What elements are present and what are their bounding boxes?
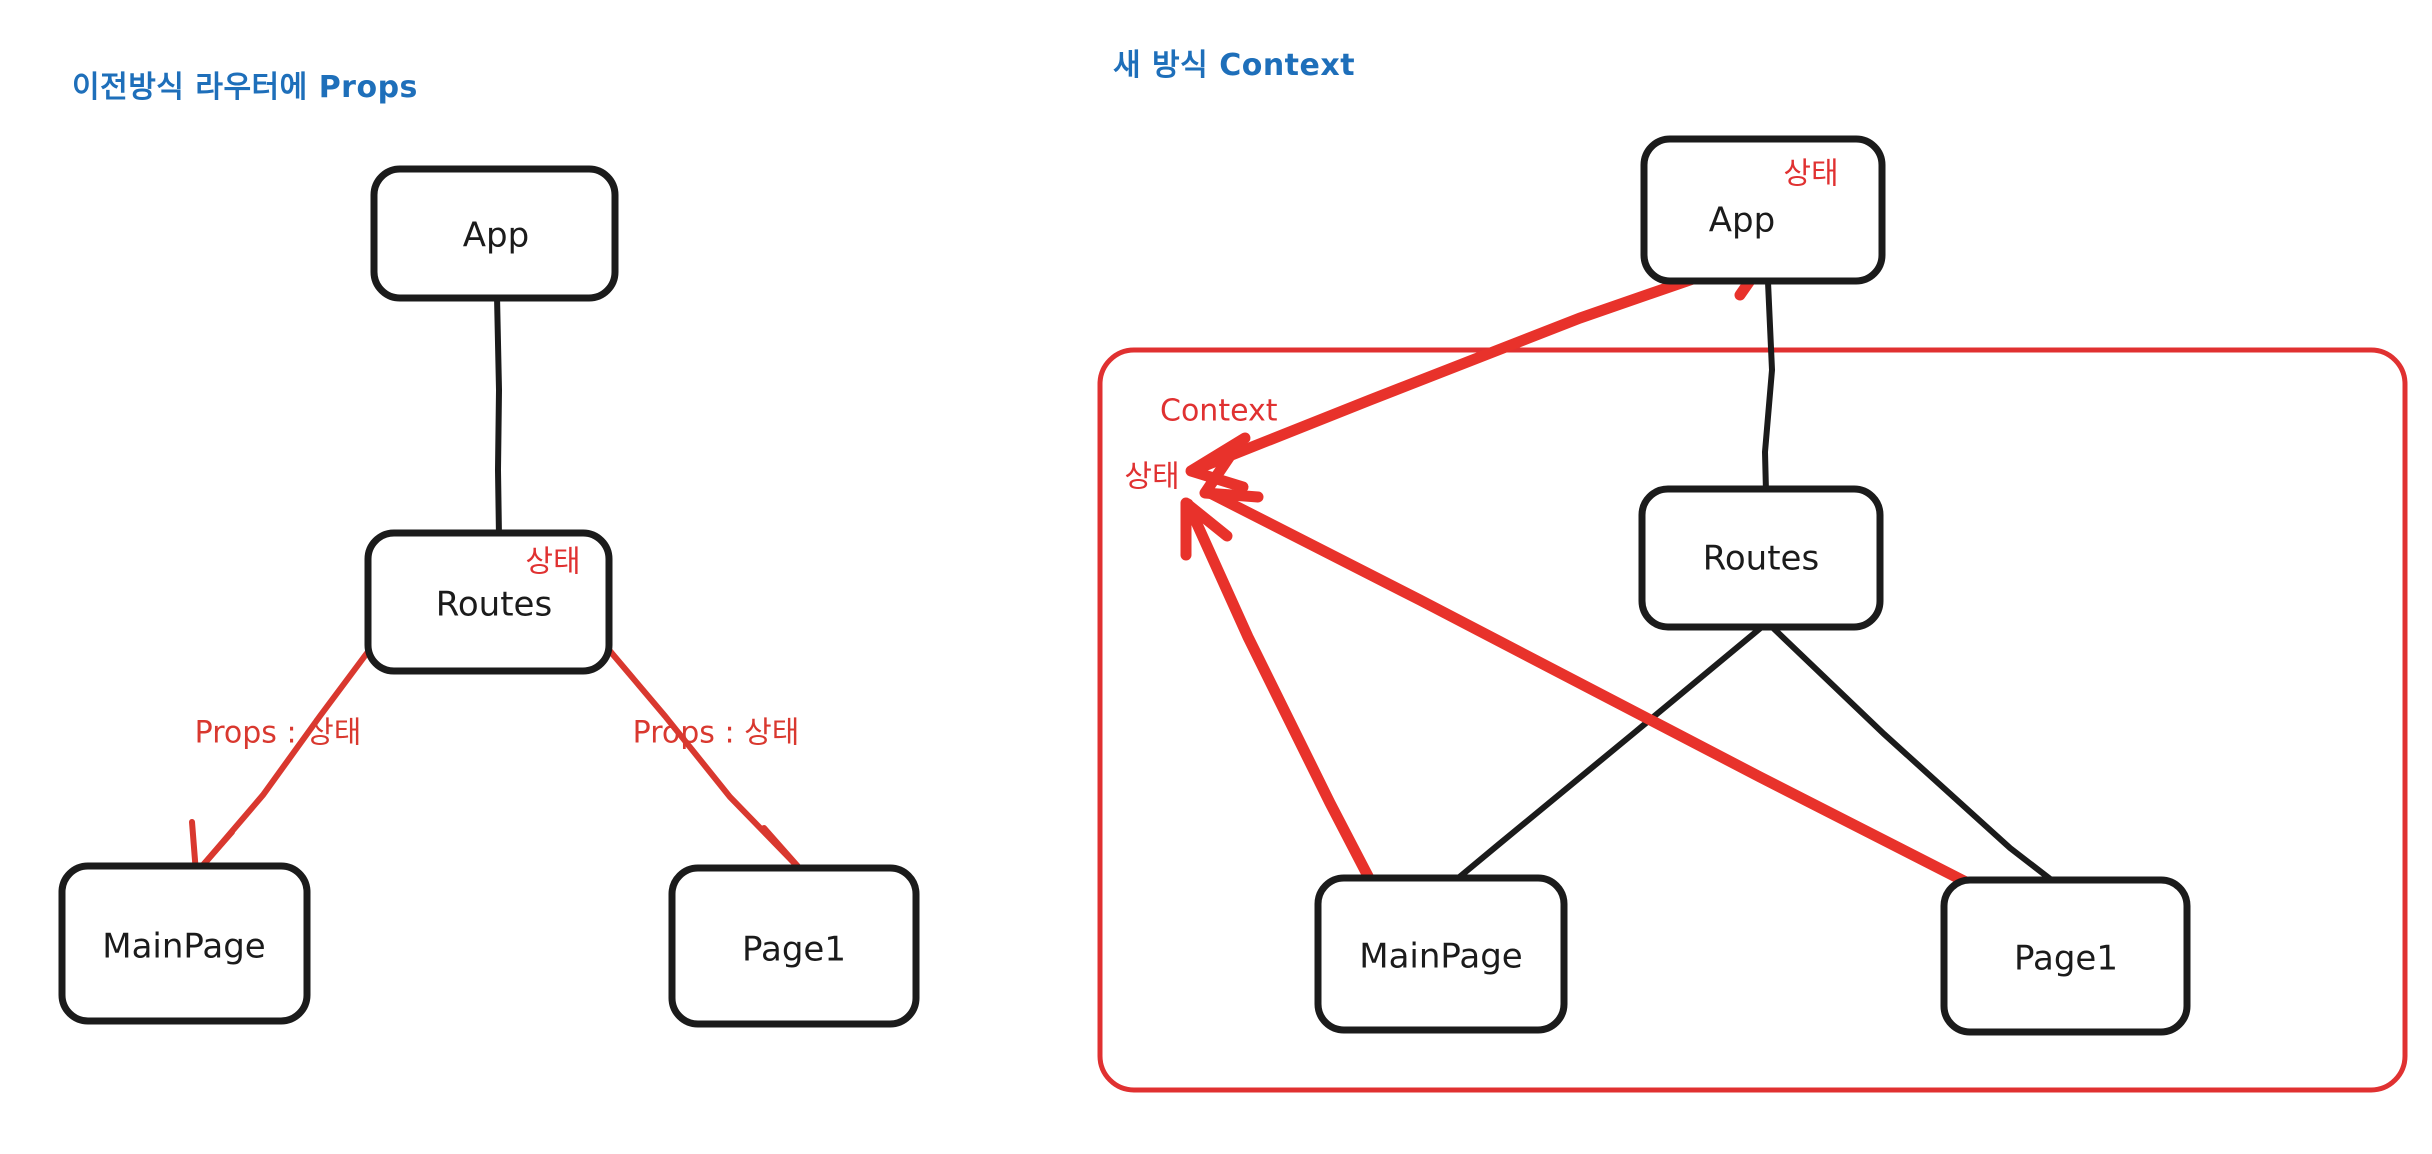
right-panel: 새 방식 Context Context 상태 [1097, 48, 2408, 1093]
right-panel-title: 새 방식 Context [1113, 48, 1355, 83]
edge-right-state-app [1188, 247, 1774, 476]
context-state-label: 상태 [1124, 460, 1179, 495]
node-left-mainpage-label: MainPage [102, 927, 265, 967]
node-right-app-badge: 상태 [1783, 157, 1838, 192]
node-left-routes-label: Routes [436, 585, 552, 625]
node-right-app-shape [1640, 135, 1886, 285]
arrowhead-right-state-mainpage-start [1180, 497, 1233, 561]
edge-right-routes-mainpage [1448, 623, 1766, 887]
edge-label-left-props-mainpage: Props : 상태 [195, 716, 362, 751]
edge-left-app-routes [494, 293, 503, 540]
node-left-routes[interactable]: 상태 Routes [364, 529, 613, 675]
edge-right-app-routes [1761, 279, 1776, 495]
left-panel: 이전방식 라우터에 Props Props : 상태 Props : 상태 Ap… [58, 70, 920, 1028]
node-left-page1[interactable]: Page1 [668, 864, 920, 1028]
node-right-routes[interactable]: Routes [1638, 485, 1884, 631]
node-right-page1-label: Page1 [2014, 939, 2118, 979]
node-right-app[interactable]: 상태 App [1640, 135, 1886, 285]
arrowhead-right-state-page1-start [1199, 447, 1264, 503]
context-group-box [1097, 347, 2408, 1093]
context-group-label: Context [1160, 394, 1278, 429]
node-right-mainpage-label: MainPage [1359, 937, 1522, 977]
node-right-routes-shape [1638, 485, 1884, 631]
node-left-page1-shape [668, 864, 920, 1028]
node-left-mainpage[interactable]: MainPage [58, 862, 311, 1025]
node-left-page1-label: Page1 [742, 930, 846, 970]
node-left-routes-badge: 상태 [525, 545, 580, 580]
node-right-app-label: App [1709, 201, 1775, 241]
left-panel-title: 이전방식 라우터에 Props [72, 70, 418, 105]
node-left-app-label: App [463, 216, 529, 256]
node-right-page1-shape [1940, 876, 2191, 1036]
node-right-mainpage-shape [1314, 874, 1568, 1034]
node-right-page1[interactable]: Page1 [1940, 876, 2191, 1036]
arrowhead-right-state-app-start [1185, 432, 1251, 493]
node-left-routes-shape [364, 529, 613, 675]
node-left-app-shape [370, 165, 619, 302]
edge-right-state-page1 [1202, 486, 2066, 936]
edge-label-left-props-page1: Props : 상태 [633, 716, 800, 751]
node-right-routes-label: Routes [1703, 539, 1819, 579]
node-left-app[interactable]: App [370, 165, 619, 302]
edge-right-state-mainpage [1182, 498, 1402, 936]
node-right-mainpage[interactable]: MainPage [1314, 874, 1568, 1034]
edge-right-routes-page1 [1768, 623, 2061, 888]
node-left-mainpage-shape [58, 862, 311, 1025]
